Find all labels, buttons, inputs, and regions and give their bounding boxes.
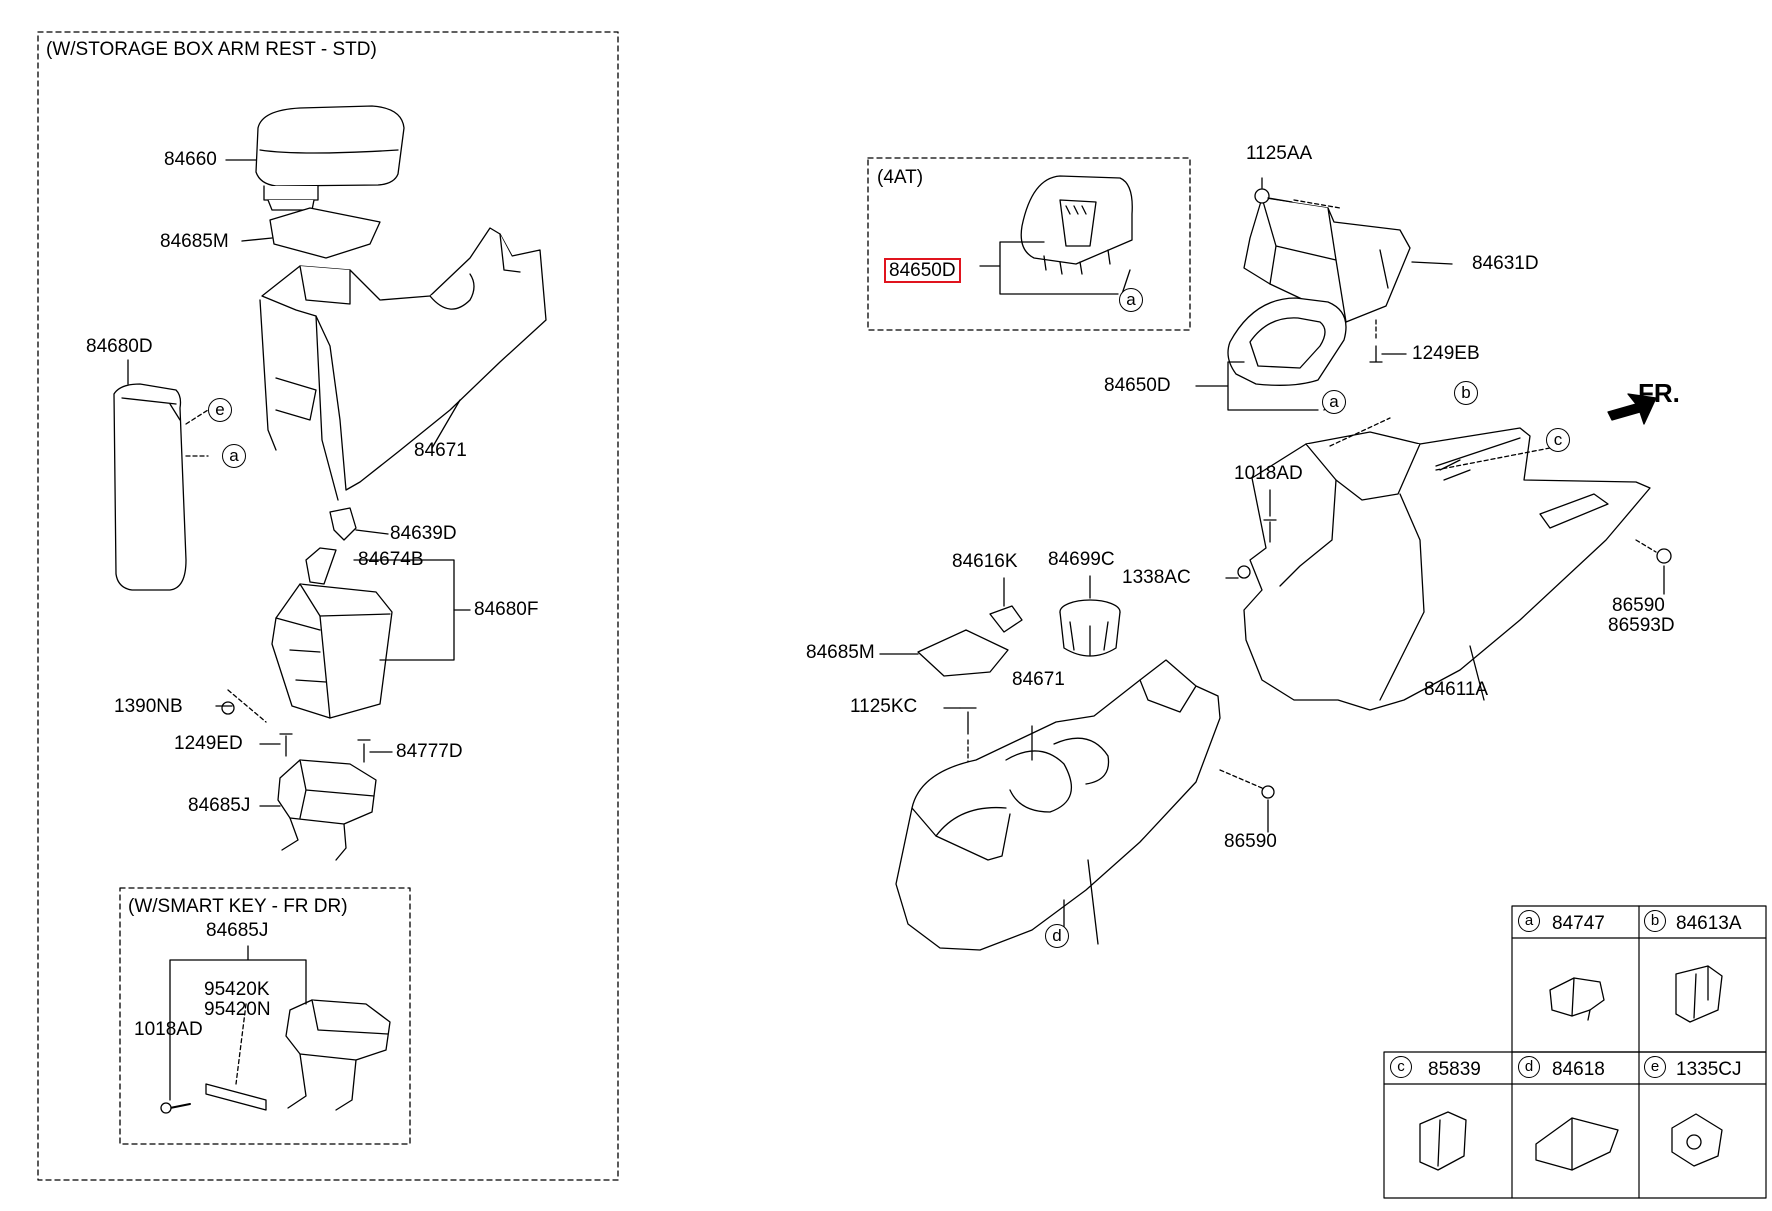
screw-1249eb — [1369, 319, 1383, 363]
console-lower-84671-shape — [895, 659, 1221, 951]
shift-indicator-shape — [1020, 175, 1133, 275]
part-label-84671-a[interactable]: 84671 — [414, 440, 467, 461]
part-label-84777d[interactable]: 84777D — [396, 741, 463, 762]
leader-c — [1435, 447, 1551, 471]
part-label-95420k[interactable]: 95420K — [204, 979, 270, 1000]
part-label-1338ac[interactable]: 1338AC — [1122, 567, 1191, 588]
callout-a-4at: a — [1119, 288, 1143, 312]
leader-b — [1329, 417, 1391, 447]
armrest-lid-shape — [255, 105, 405, 211]
part-label-84639d[interactable]: 84639D — [390, 523, 457, 544]
legend-c-part[interactable]: 85839 — [1428, 1059, 1481, 1080]
part-label-84650d-b[interactable]: 84650D — [1104, 375, 1171, 396]
bezel-84650d-shape — [1227, 297, 1347, 386]
leader-84639d — [355, 529, 389, 535]
callout-b: b — [1454, 381, 1478, 405]
part-label-84650d-highlighted[interactable]: 84650D — [884, 258, 961, 283]
part-label-1018ad-a[interactable]: 1018AD — [134, 1019, 203, 1040]
legend-e-letter: e — [1644, 1056, 1666, 1078]
part-label-1018ad-b[interactable]: 1018AD — [1234, 463, 1303, 484]
section-title-storage-box: (W/STORAGE BOX ARM REST - STD) — [46, 39, 377, 60]
part-label-84674b[interactable]: 84674B — [358, 549, 424, 570]
storage-tray-shape — [271, 547, 393, 719]
bracket-84685j-shape — [277, 759, 377, 861]
part-label-1249ed[interactable]: 1249ED — [174, 733, 243, 754]
fr-arrow — [1607, 393, 1657, 425]
storage-box-frame — [37, 31, 619, 1181]
console-main-84611a-shape — [1243, 427, 1651, 711]
part-label-84685m-a[interactable]: 84685M — [160, 231, 229, 252]
cup-ring-84699c-shape — [1059, 599, 1121, 657]
legend-part-d-shape — [1535, 1117, 1619, 1171]
leader-84685m-a — [241, 237, 273, 242]
legend-d-part[interactable]: 84618 — [1552, 1059, 1605, 1080]
section-frames — [37, 31, 1191, 1181]
legend-a-part[interactable]: 84747 — [1552, 913, 1605, 934]
part-label-1125aa[interactable]: 1125AA — [1246, 143, 1313, 164]
legend-part-a-shape — [1549, 977, 1605, 1021]
legend-b-letter: b — [1644, 910, 1666, 932]
legend-a-letter: a — [1518, 910, 1540, 932]
part-label-84611a[interactable]: 84611A — [1424, 679, 1489, 700]
smart-key-frame — [119, 887, 411, 1145]
legend-b-part[interactable]: 84613A — [1676, 913, 1742, 934]
leader-84631d — [1411, 261, 1453, 265]
panel-84631d-shape — [1243, 197, 1411, 323]
part-label-84671-b[interactable]: 84671 — [1012, 669, 1065, 690]
clip-84639d-shape — [329, 507, 357, 541]
part-label-84631d[interactable]: 84631D — [1472, 253, 1539, 274]
part-label-84660[interactable]: 84660 — [164, 149, 217, 170]
legend-c-letter: c — [1390, 1056, 1412, 1078]
right-fasteners — [1219, 519, 1672, 799]
four-at-frame — [867, 157, 1191, 331]
part-label-86593d[interactable]: 86593D — [1608, 615, 1675, 636]
callout-c: c — [1546, 428, 1570, 452]
legend-part-e-shape — [1671, 1113, 1723, 1167]
console-body-left-shape — [259, 227, 547, 501]
bolt-1125aa — [1254, 188, 1341, 209]
left-fasteners — [221, 689, 371, 763]
part-label-84685m-b[interactable]: 84685M — [806, 642, 875, 663]
part-label-86590-a[interactable]: 86590 — [1612, 595, 1665, 616]
part-label-95420n[interactable]: 95420N — [204, 999, 271, 1020]
section-title-smart-key: (W/SMART KEY - FR DR) — [128, 896, 348, 917]
part-label-84680d[interactable]: 84680D — [86, 336, 153, 357]
leader-84680d-callouts — [185, 409, 209, 457]
part-label-84699c[interactable]: 84699C — [1048, 549, 1115, 570]
part-label-1125kc[interactable]: 1125KC — [850, 696, 918, 717]
part-label-1249eb[interactable]: 1249EB — [1412, 343, 1480, 364]
part-label-84685j-a[interactable]: 84685J — [188, 795, 251, 816]
callout-a-bezel: a — [1322, 390, 1346, 414]
legend-e-part[interactable]: 1335CJ — [1676, 1059, 1742, 1080]
smart-key-bracket-shape — [160, 999, 391, 1114]
pad-84685m-b-shape — [917, 629, 1009, 677]
legend-d-letter: d — [1518, 1056, 1540, 1078]
callout-e: e — [208, 398, 232, 422]
legend-table — [1383, 905, 1767, 1199]
part-label-84685j-b[interactable]: 84685J — [206, 920, 269, 941]
leader-84611a — [1469, 645, 1485, 701]
part-label-1390nb[interactable]: 1390NB — [114, 696, 183, 717]
cover-84680d-shape — [113, 383, 187, 591]
front-indicator: FR. — [1638, 378, 1680, 408]
clip-84616k-shape — [989, 605, 1023, 633]
callout-a-left: a — [222, 444, 246, 468]
part-label-84616k[interactable]: 84616K — [952, 551, 1018, 572]
leader-84671-a — [431, 399, 461, 449]
part-label-84680f[interactable]: 84680F — [474, 599, 539, 620]
part-label-86590-b[interactable]: 86590 — [1224, 831, 1277, 852]
leader-smart-key — [169, 945, 307, 1101]
callout-d: d — [1045, 924, 1069, 948]
legend-part-b-shape — [1675, 965, 1723, 1023]
legend-part-c-shape — [1419, 1111, 1467, 1171]
section-title-4at: (4AT) — [877, 167, 924, 188]
pad-84685m-shape — [269, 207, 381, 259]
